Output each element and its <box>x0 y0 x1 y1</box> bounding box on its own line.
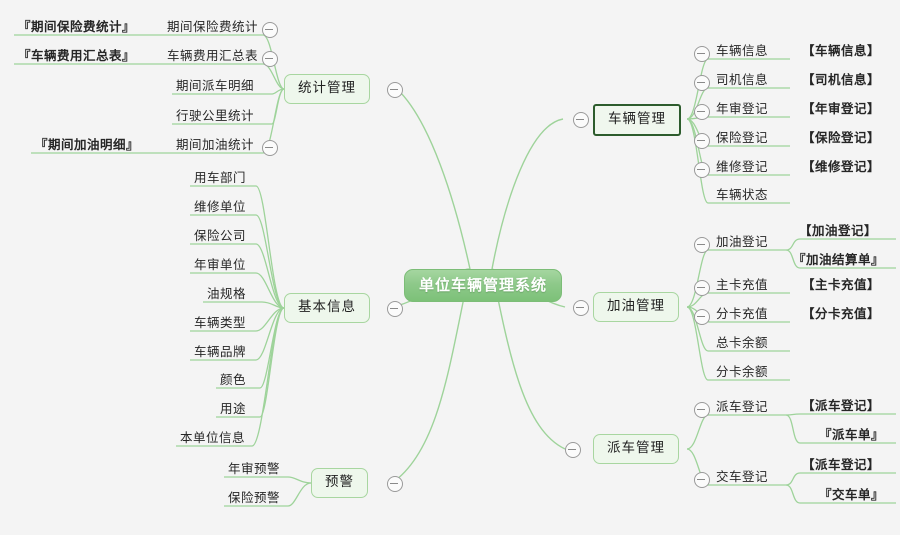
collapse-toggle-icon[interactable] <box>694 237 710 253</box>
collapse-toggle-icon[interactable] <box>262 22 278 38</box>
leaf-node[interactable]: 维修登记 <box>716 159 769 174</box>
branch-node-yujing[interactable]: 预警 <box>311 468 368 498</box>
branch-node-tongji[interactable]: 统计管理 <box>284 74 370 104</box>
leaf-node[interactable]: 【派车登记】 <box>802 457 881 472</box>
leaf-node[interactable]: 油规格 <box>207 286 247 301</box>
leaf-node[interactable]: 【派车登记】 <box>802 398 881 413</box>
collapse-toggle-icon[interactable] <box>694 104 710 120</box>
leaf-node[interactable]: 【加油登记】 <box>799 223 878 238</box>
collapse-toggle-icon[interactable] <box>694 309 710 325</box>
collapse-toggle-icon[interactable] <box>694 472 710 488</box>
collapse-toggle-icon-jiayou[interactable] <box>573 300 589 316</box>
leaf-node[interactable]: 本单位信息 <box>180 430 246 445</box>
leaf-node[interactable]: 年审登记 <box>716 101 769 116</box>
leaf-node[interactable]: 年审单位 <box>194 257 247 272</box>
leaf-node[interactable]: 用途 <box>220 401 247 416</box>
collapse-toggle-icon[interactable] <box>694 162 710 178</box>
branch-node-cheliang[interactable]: 车辆管理 <box>593 104 681 136</box>
leaf-node[interactable]: 期间加油统计 <box>176 137 255 152</box>
collapse-toggle-icon-paiche[interactable] <box>565 442 581 458</box>
collapse-toggle-icon[interactable] <box>262 140 278 156</box>
collapse-toggle-icon[interactable] <box>694 46 710 62</box>
leaf-node[interactable]: 【主卡充值】 <box>802 277 881 292</box>
collapse-toggle-icon-jiben[interactable] <box>387 301 403 317</box>
leaf-node[interactable]: 『加油结算单』 <box>793 252 885 267</box>
collapse-toggle-icon-yujing[interactable] <box>387 476 403 492</box>
leaf-node[interactable]: 『交车单』 <box>819 487 885 502</box>
collapse-toggle-icon[interactable] <box>694 133 710 149</box>
leaf-node[interactable]: 【分卡充值】 <box>802 306 881 321</box>
root-node[interactable]: 单位车辆管理系统 <box>404 269 563 302</box>
leaf-node[interactable]: 『派车单』 <box>819 427 885 442</box>
collapse-toggle-icon[interactable] <box>262 51 278 67</box>
leaf-node[interactable]: 用车部门 <box>194 170 247 185</box>
leaf-node[interactable]: 加油登记 <box>716 234 769 249</box>
leaf-node[interactable]: 车辆类型 <box>194 315 247 330</box>
leaf-node[interactable]: 行驶公里统计 <box>176 108 255 123</box>
leaf-node[interactable]: 派车登记 <box>716 399 769 414</box>
collapse-toggle-icon[interactable] <box>694 280 710 296</box>
leaf-node[interactable]: 维修单位 <box>194 199 247 214</box>
leaf-node[interactable]: 分卡充值 <box>716 306 769 321</box>
leaf-node[interactable]: 主卡充值 <box>716 277 769 292</box>
leaf-node[interactable]: 『车辆费用汇总表』 <box>18 48 136 63</box>
leaf-node[interactable]: 【保险登记】 <box>802 130 881 145</box>
leaf-node[interactable]: 车辆信息 <box>716 43 769 58</box>
leaf-node[interactable]: 『期间加油明细』 <box>35 137 140 152</box>
collapse-toggle-icon-tongji[interactable] <box>387 82 403 98</box>
leaf-node[interactable]: 车辆状态 <box>716 187 769 202</box>
leaf-node[interactable]: 保险登记 <box>716 130 769 145</box>
leaf-node[interactable]: 车辆品牌 <box>194 344 247 359</box>
collapse-toggle-icon-cheliang[interactable] <box>573 112 589 128</box>
branch-node-paiche[interactable]: 派车管理 <box>593 434 679 464</box>
leaf-node[interactable]: 总卡余额 <box>716 335 769 350</box>
leaf-node[interactable]: 车辆费用汇总表 <box>167 48 259 63</box>
leaf-node[interactable]: 颜色 <box>220 372 247 387</box>
leaf-node[interactable]: 【司机信息】 <box>802 72 881 87</box>
leaf-node[interactable]: 司机信息 <box>716 72 769 87</box>
leaf-node[interactable]: 『期间保险费统计』 <box>18 19 136 34</box>
leaf-node[interactable]: 保险预警 <box>228 490 281 505</box>
leaf-node[interactable]: 分卡余额 <box>716 364 769 379</box>
branch-node-jiayou[interactable]: 加油管理 <box>593 292 679 322</box>
leaf-node[interactable]: 年审预警 <box>228 461 281 476</box>
leaf-node[interactable]: 期间保险费统计 <box>167 19 259 34</box>
leaf-node[interactable]: 【车辆信息】 <box>802 43 881 58</box>
branch-node-jiben[interactable]: 基本信息 <box>284 293 370 323</box>
leaf-node[interactable]: 【维修登记】 <box>802 159 881 174</box>
leaf-node[interactable]: 保险公司 <box>194 228 247 243</box>
collapse-toggle-icon[interactable] <box>694 402 710 418</box>
leaf-node[interactable]: 期间派车明细 <box>176 78 255 93</box>
leaf-node[interactable]: 【年审登记】 <box>802 101 881 116</box>
collapse-toggle-icon[interactable] <box>694 75 710 91</box>
leaf-node[interactable]: 交车登记 <box>716 469 769 484</box>
